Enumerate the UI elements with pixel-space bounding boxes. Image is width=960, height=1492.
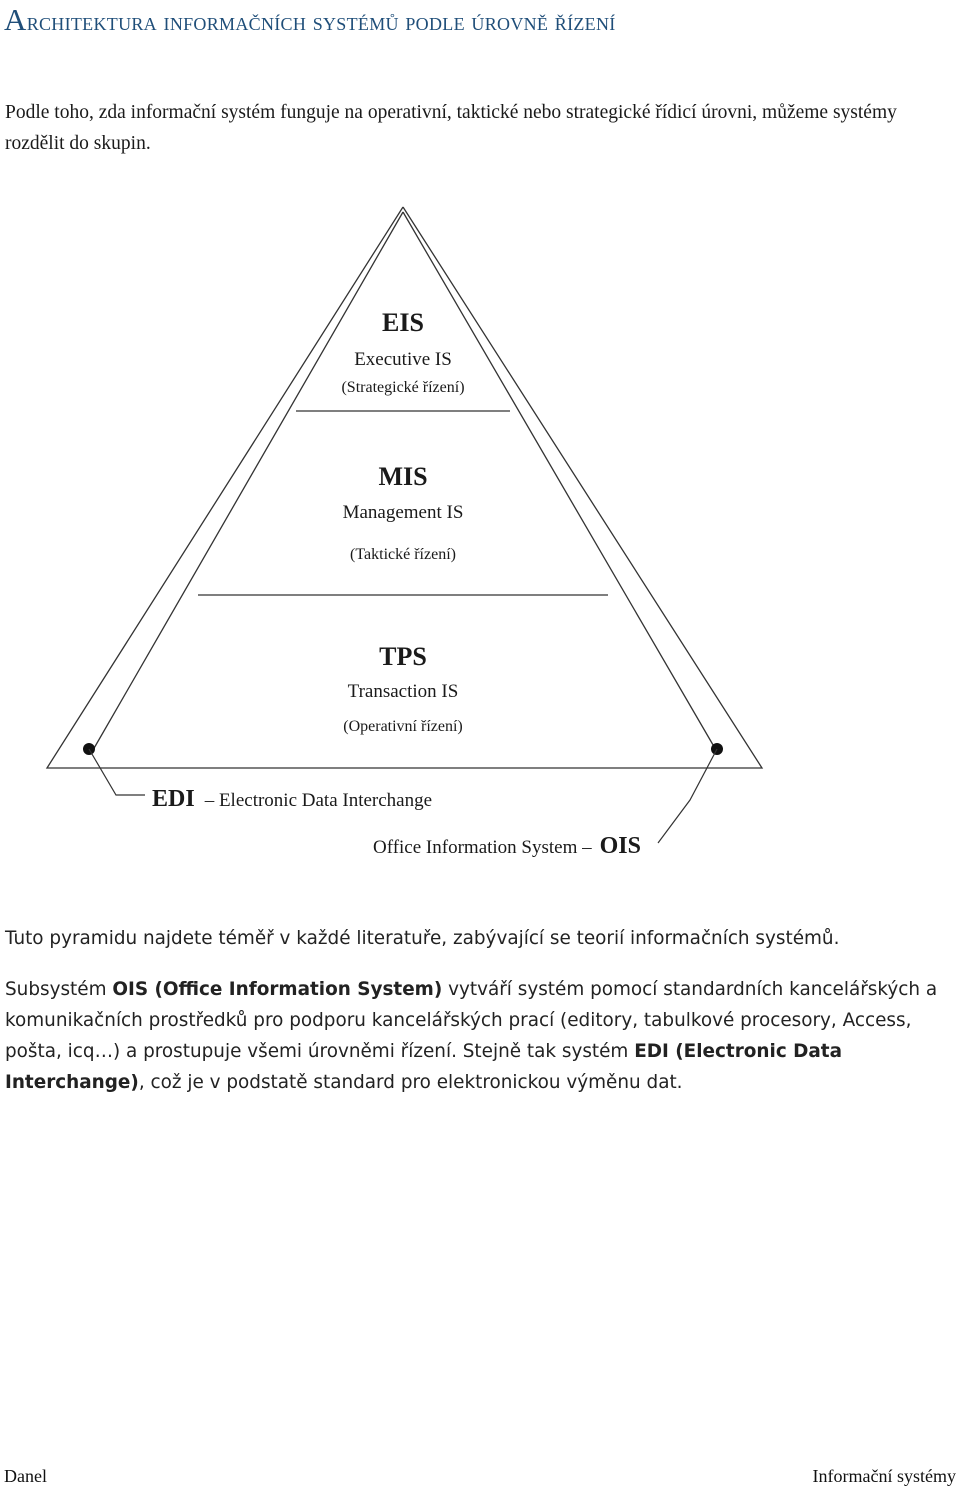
ois-callout: Office Information System – OIS xyxy=(373,743,723,859)
pyramid-paragraph: Tuto pyramidu najdete téměř v každé lite… xyxy=(5,928,840,949)
level-mis: MIS Management IS (Taktické řízení) xyxy=(343,462,464,563)
level-tps-name: Transaction IS xyxy=(348,681,459,702)
level-tps: TPS Transaction IS (Operativní řízení) xyxy=(343,642,463,735)
level-eis-name: Executive IS xyxy=(354,349,452,370)
inner-left-edge xyxy=(92,211,404,751)
outer-triangle xyxy=(45,206,764,769)
level-tps-abbr: TPS xyxy=(379,642,427,671)
level-eis-abbr: EIS xyxy=(382,308,424,337)
ois-label: Office Information System – OIS xyxy=(373,833,641,859)
level-eis-level: (Strategické řízení) xyxy=(341,379,464,396)
subsystem-paragraph: Subsystém OIS (Office Information System… xyxy=(5,974,957,1098)
page-title: Architektura informačních systémů podle … xyxy=(4,2,616,38)
edi-label: EDI – Electronic Data Interchange xyxy=(152,786,432,812)
edi-callout: EDI – Electronic Data Interchange xyxy=(83,743,432,812)
level-mis-level: (Taktické řízení) xyxy=(350,546,456,563)
edi-text: – Electronic Data Interchange xyxy=(204,790,432,811)
subsystem-text-3: , což je v podstatě standard pro elektro… xyxy=(138,1072,683,1093)
title-first-letter: A xyxy=(4,2,27,37)
ois-abbr: OIS xyxy=(600,833,641,859)
pyramid-outline xyxy=(45,206,764,769)
pyramid-diagram: EIS Executive IS (Strategické řízení) MI… xyxy=(45,206,764,859)
edi-leader-line xyxy=(88,748,145,796)
subsystem-edi-bold: EDI (Electronic Data Interchange) xyxy=(5,1041,842,1093)
level-eis: EIS Executive IS (Strategické řízení) xyxy=(341,308,464,396)
subsystem-ois-bold: OIS (Office Information System) xyxy=(112,979,443,1000)
ois-text: Office Information System – xyxy=(373,837,592,858)
edi-abbr: EDI xyxy=(152,786,195,812)
title-rest: rchitektura informačních systémů podle ú… xyxy=(26,9,616,36)
inner-right-edge xyxy=(402,211,717,751)
ois-leader-line xyxy=(657,748,718,844)
footer-subject: Informační systémy xyxy=(812,1466,956,1486)
subsystem-text-2: vytváří systém pomocí standardních kance… xyxy=(5,979,938,1062)
level-tps-level: (Operativní řízení) xyxy=(343,718,463,735)
subsystem-text-1: Subsystém xyxy=(5,979,113,1000)
footer-author: Danel xyxy=(4,1466,47,1486)
level-mis-name: Management IS xyxy=(343,502,464,523)
intro-paragraph: Podle toho, zda informační systém funguj… xyxy=(5,102,897,154)
level-mis-abbr: MIS xyxy=(378,462,427,491)
